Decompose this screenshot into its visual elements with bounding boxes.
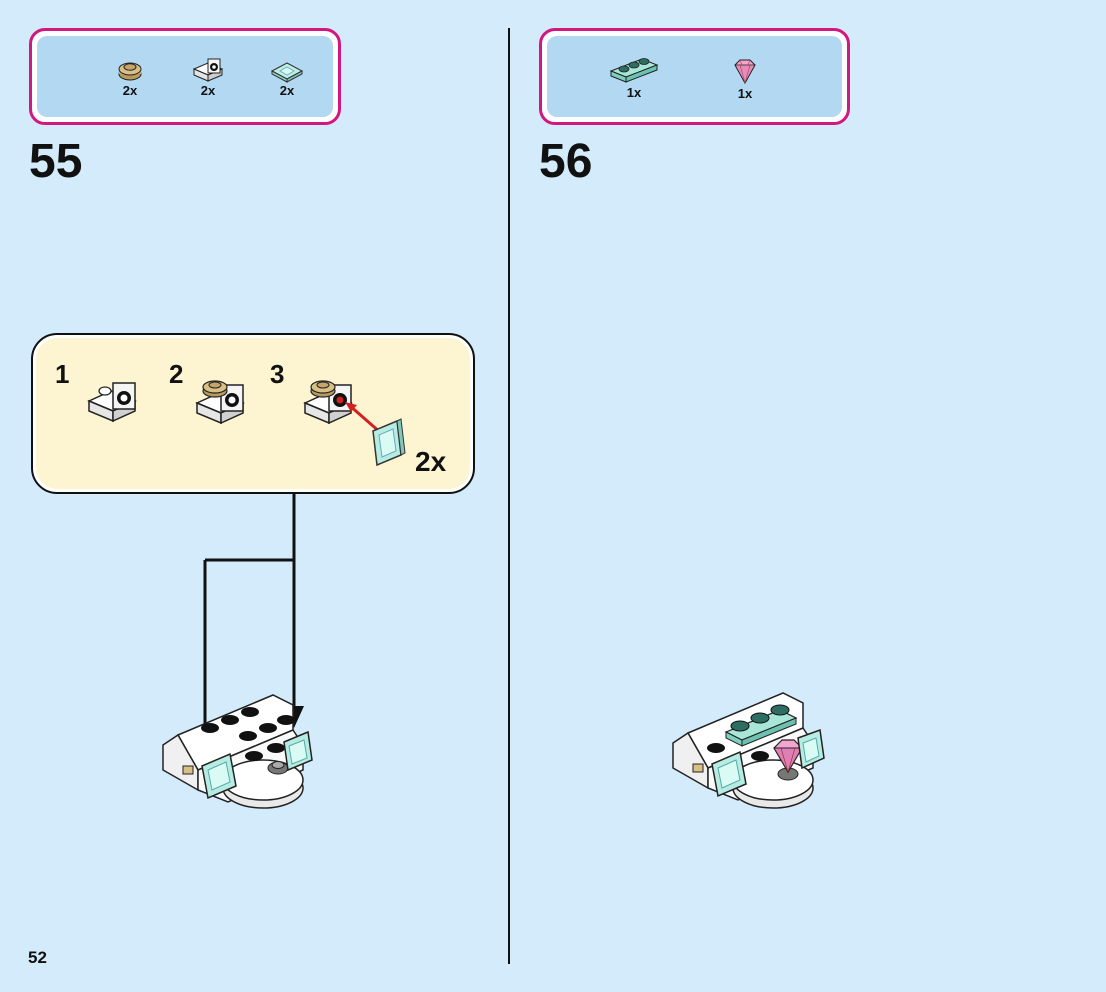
bracket-with-round-plate bbox=[195, 380, 245, 425]
tile-trans-blue-icon bbox=[270, 62, 304, 83]
part-trans-tile: 2x bbox=[257, 59, 317, 98]
part-qty: 2x bbox=[200, 83, 216, 98]
step-number-56: 56 bbox=[539, 135, 593, 188]
bracket-white-icon bbox=[87, 382, 137, 423]
step-number-55: 55 bbox=[29, 135, 83, 188]
part-qty: 1x bbox=[737, 86, 753, 101]
subassembly-callout: 1 2 3 2x bbox=[31, 333, 475, 494]
part-tan-round-plate: 2x bbox=[100, 59, 160, 98]
part-white-bracket: 2x bbox=[178, 57, 238, 98]
substep-2-label: 2 bbox=[169, 359, 184, 389]
substep-1-label: 1 bbox=[55, 359, 70, 389]
model-step-55 bbox=[162, 694, 313, 809]
plate-aqua-icon bbox=[609, 58, 659, 83]
page-number: 52 bbox=[28, 948, 47, 967]
part-qty: 2x bbox=[279, 83, 295, 98]
callout-multiplier: 2x bbox=[415, 446, 447, 477]
part-aqua-plate: 1x bbox=[604, 55, 664, 100]
part-qty: 2x bbox=[122, 83, 138, 98]
bracket-white-icon bbox=[192, 58, 224, 82]
page-divider bbox=[508, 28, 510, 964]
bracket-tile-attach bbox=[303, 380, 406, 467]
round-plate-tan-icon bbox=[118, 62, 142, 81]
part-qty: 1x bbox=[626, 85, 642, 100]
jewel-pink-icon bbox=[734, 59, 756, 85]
part-pink-jewel: 1x bbox=[715, 56, 775, 101]
model-step-56 bbox=[672, 692, 825, 809]
parts-list-step-56: 1x 1x bbox=[539, 28, 850, 125]
parts-list-step-55: 2x 2x 2x bbox=[29, 28, 341, 125]
substep-3-label: 3 bbox=[270, 359, 285, 389]
